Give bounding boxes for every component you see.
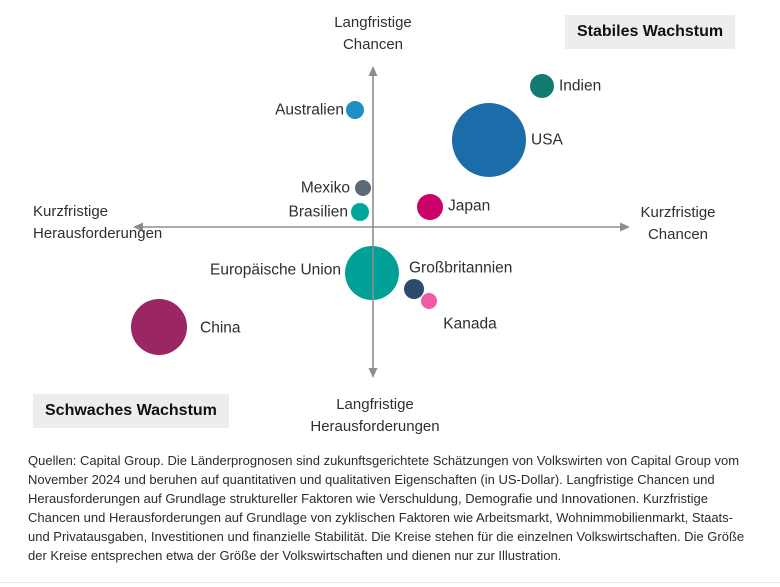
bubble-label-brasilien: Brasilien bbox=[289, 204, 348, 221]
bubble-label-kanada: Kanada bbox=[443, 316, 497, 333]
bubble-indien bbox=[530, 74, 554, 98]
bubble-label-australien: Australien bbox=[275, 102, 344, 119]
axis-label-line: Herausforderungen bbox=[310, 417, 440, 435]
horizontal-axis bbox=[133, 222, 630, 232]
bubble-label-europ-ische-union: Europäische Union bbox=[210, 262, 341, 279]
axis-label-line: Kurzfristige bbox=[640, 204, 716, 221]
horizontal-axis-head-end bbox=[620, 222, 630, 232]
bottom-divider bbox=[0, 582, 780, 583]
vertical-axis-head-end bbox=[368, 368, 378, 378]
bubble-label-mexiko: Mexiko bbox=[301, 180, 350, 197]
bubble-label-indien: Indien bbox=[559, 78, 601, 95]
bubble-brasilien bbox=[351, 203, 369, 221]
axis-label-line: Herausforderungen bbox=[33, 224, 163, 242]
axis-label-long-term-opportunities: Langfristige Chancen bbox=[334, 12, 412, 55]
bubble-japan bbox=[417, 194, 443, 220]
bubble-mexiko bbox=[355, 180, 371, 196]
axis-label-line: Chancen bbox=[647, 225, 709, 243]
bubble-usa bbox=[452, 103, 526, 177]
bubble-china bbox=[131, 299, 187, 355]
axis-label-long-term-challenges: Langfristige Herausforderungen bbox=[310, 394, 439, 437]
bubble-gro-britannien bbox=[404, 279, 424, 299]
axis-label-line: Langfristige bbox=[336, 396, 414, 413]
axis-label-line: Kurzfristige bbox=[33, 203, 109, 220]
bubble-kanada bbox=[421, 293, 437, 309]
axis-label-line: Langfristige bbox=[334, 14, 412, 31]
bubble-label-china: China bbox=[200, 320, 241, 337]
axis-label-short-term-challenges: Kurzfristige Herausforderungen bbox=[33, 201, 162, 244]
vertical-axis bbox=[368, 66, 378, 378]
axis-label-line: Chancen bbox=[342, 35, 404, 53]
bubble-label-gro-britannien: Großbritannien bbox=[409, 260, 512, 277]
bubble-label-japan: Japan bbox=[448, 198, 490, 215]
quadrant-label-weak-growth: Schwaches Wachstum bbox=[33, 394, 229, 428]
quadrant-label-stable-growth: Stabiles Wachstum bbox=[565, 15, 736, 49]
bubble-europ-ische-union bbox=[345, 246, 399, 300]
horizontal-axis-head-start bbox=[133, 222, 143, 232]
bubble-label-usa: USA bbox=[531, 132, 564, 149]
axis-label-short-term-opportunities: Kurzfristige Chancen bbox=[640, 202, 715, 245]
bubble-australien bbox=[346, 101, 364, 119]
vertical-axis-head-start bbox=[368, 66, 378, 76]
source-footnote: Quellen: Capital Group. Die Länderprogno… bbox=[28, 453, 745, 563]
